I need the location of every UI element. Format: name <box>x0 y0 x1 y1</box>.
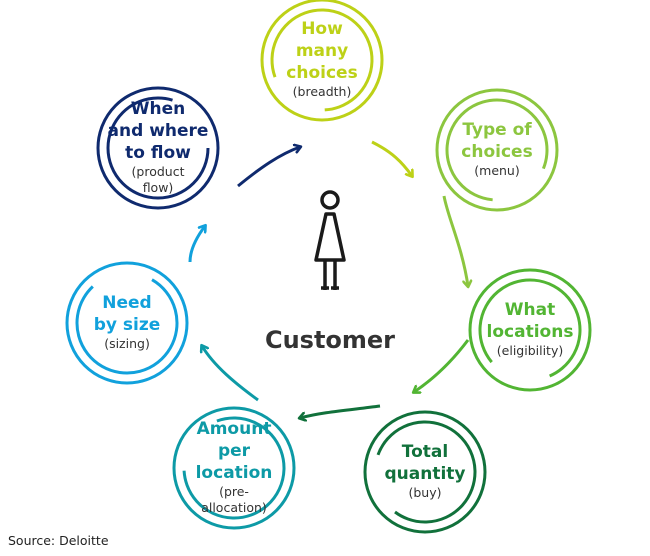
arrow-sizing-to-product-flow <box>188 226 205 263</box>
node-subtitle-line: (sizing) <box>104 336 150 351</box>
node-title-line: Type of <box>462 120 532 140</box>
node-title-line: How <box>301 19 343 39</box>
arrow-buy-to-pre-allocation <box>300 404 381 418</box>
node-title-line: many <box>296 41 348 61</box>
arrow-menu-to-eligibility <box>442 195 468 286</box>
node-subtitle-line: (buy) <box>408 485 441 500</box>
node-title-line: and where <box>108 121 209 141</box>
node-subtitle-line: flow) <box>143 180 174 195</box>
arrow-pre-allocation-to-sizing <box>202 346 259 402</box>
node-title-line: Total <box>402 442 448 462</box>
node-subtitle-line: (menu) <box>474 163 519 178</box>
node-title-line: Need <box>102 293 151 313</box>
node-title-line: choices <box>286 63 357 83</box>
arrow-eligibility-to-buy <box>414 339 470 392</box>
node-title-line: locations <box>487 322 574 342</box>
node-title-line: quantity <box>384 464 465 484</box>
node-title-line: choices <box>461 142 532 162</box>
node-subtitle-line: (product <box>132 164 185 179</box>
arrow-product-flow-to-breadth <box>237 147 300 188</box>
person-icon <box>314 190 346 290</box>
arrow-breadth-to-menu <box>371 140 412 176</box>
node-subtitle-line: (eligibility) <box>497 343 563 358</box>
node-title-line: Amount <box>197 419 272 439</box>
node-title-line: When <box>131 99 186 119</box>
source-note: Source: Deloitte <box>8 533 109 548</box>
node-title-line: location <box>196 463 273 483</box>
node-title-line: to flow <box>125 143 191 163</box>
node-title-line: by size <box>94 315 161 335</box>
node-subtitle-line: (breadth) <box>293 84 352 99</box>
node-title-line: per <box>218 441 251 461</box>
node-subtitle-line: allocation) <box>201 500 267 515</box>
node-subtitle-line: (pre- <box>219 484 249 499</box>
node-title-line: What <box>505 300 555 320</box>
center-label: Customer <box>265 326 395 354</box>
